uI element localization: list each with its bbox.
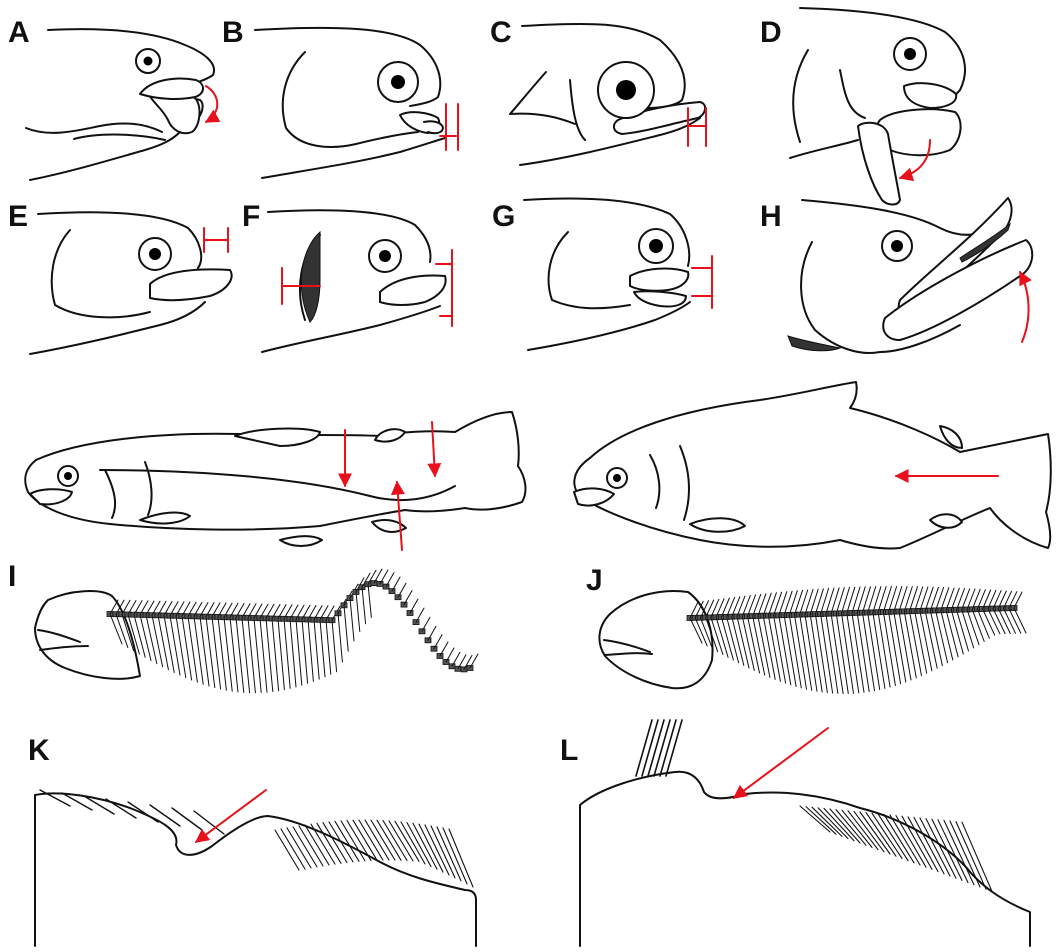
panel-label-g: G xyxy=(492,200,515,233)
panel-f: F xyxy=(242,200,452,352)
panel-label-k: K xyxy=(28,734,50,767)
panel-j-fish-body xyxy=(574,382,1050,549)
panel-j: J xyxy=(574,382,1051,694)
panel-c: C xyxy=(490,16,706,165)
panel-label-b: B xyxy=(222,16,244,49)
panel-d: D xyxy=(760,8,965,205)
panel-j-skull xyxy=(599,591,712,688)
panel-l-dorsal-fin-spines xyxy=(636,720,682,776)
panel-l: L xyxy=(560,720,1030,946)
panel-h: H xyxy=(760,198,1032,353)
panel-j-spine-and-ribs xyxy=(687,587,1026,694)
panel-label-d: D xyxy=(760,16,782,49)
panel-l-adipose-hatching xyxy=(800,806,992,891)
panel-k-body-outline xyxy=(35,793,476,946)
panel-label-h: H xyxy=(760,200,782,233)
panel-i-skull xyxy=(35,591,140,679)
panel-label-f: F xyxy=(242,200,260,233)
panel-k-dorsal-fin-hatching xyxy=(40,790,224,834)
panel-a: A xyxy=(8,16,217,180)
panel-label-c: C xyxy=(490,16,512,49)
panel-k-adipose-hatching xyxy=(275,820,473,887)
panel-label-l: L xyxy=(560,734,578,767)
panel-e: E xyxy=(8,200,232,354)
panel-k: K xyxy=(28,734,476,946)
panel-label-e: E xyxy=(8,200,28,233)
panel-label-j: J xyxy=(586,564,603,597)
panel-i: I xyxy=(8,412,525,693)
panel-i-spine-and-ribs xyxy=(107,569,478,693)
panel-g: G xyxy=(492,199,712,350)
panel-label-a: A xyxy=(8,16,30,49)
panel-b: B xyxy=(222,16,458,178)
panel-label-i: I xyxy=(8,560,16,593)
panel-f-gill-hatching xyxy=(301,232,320,322)
